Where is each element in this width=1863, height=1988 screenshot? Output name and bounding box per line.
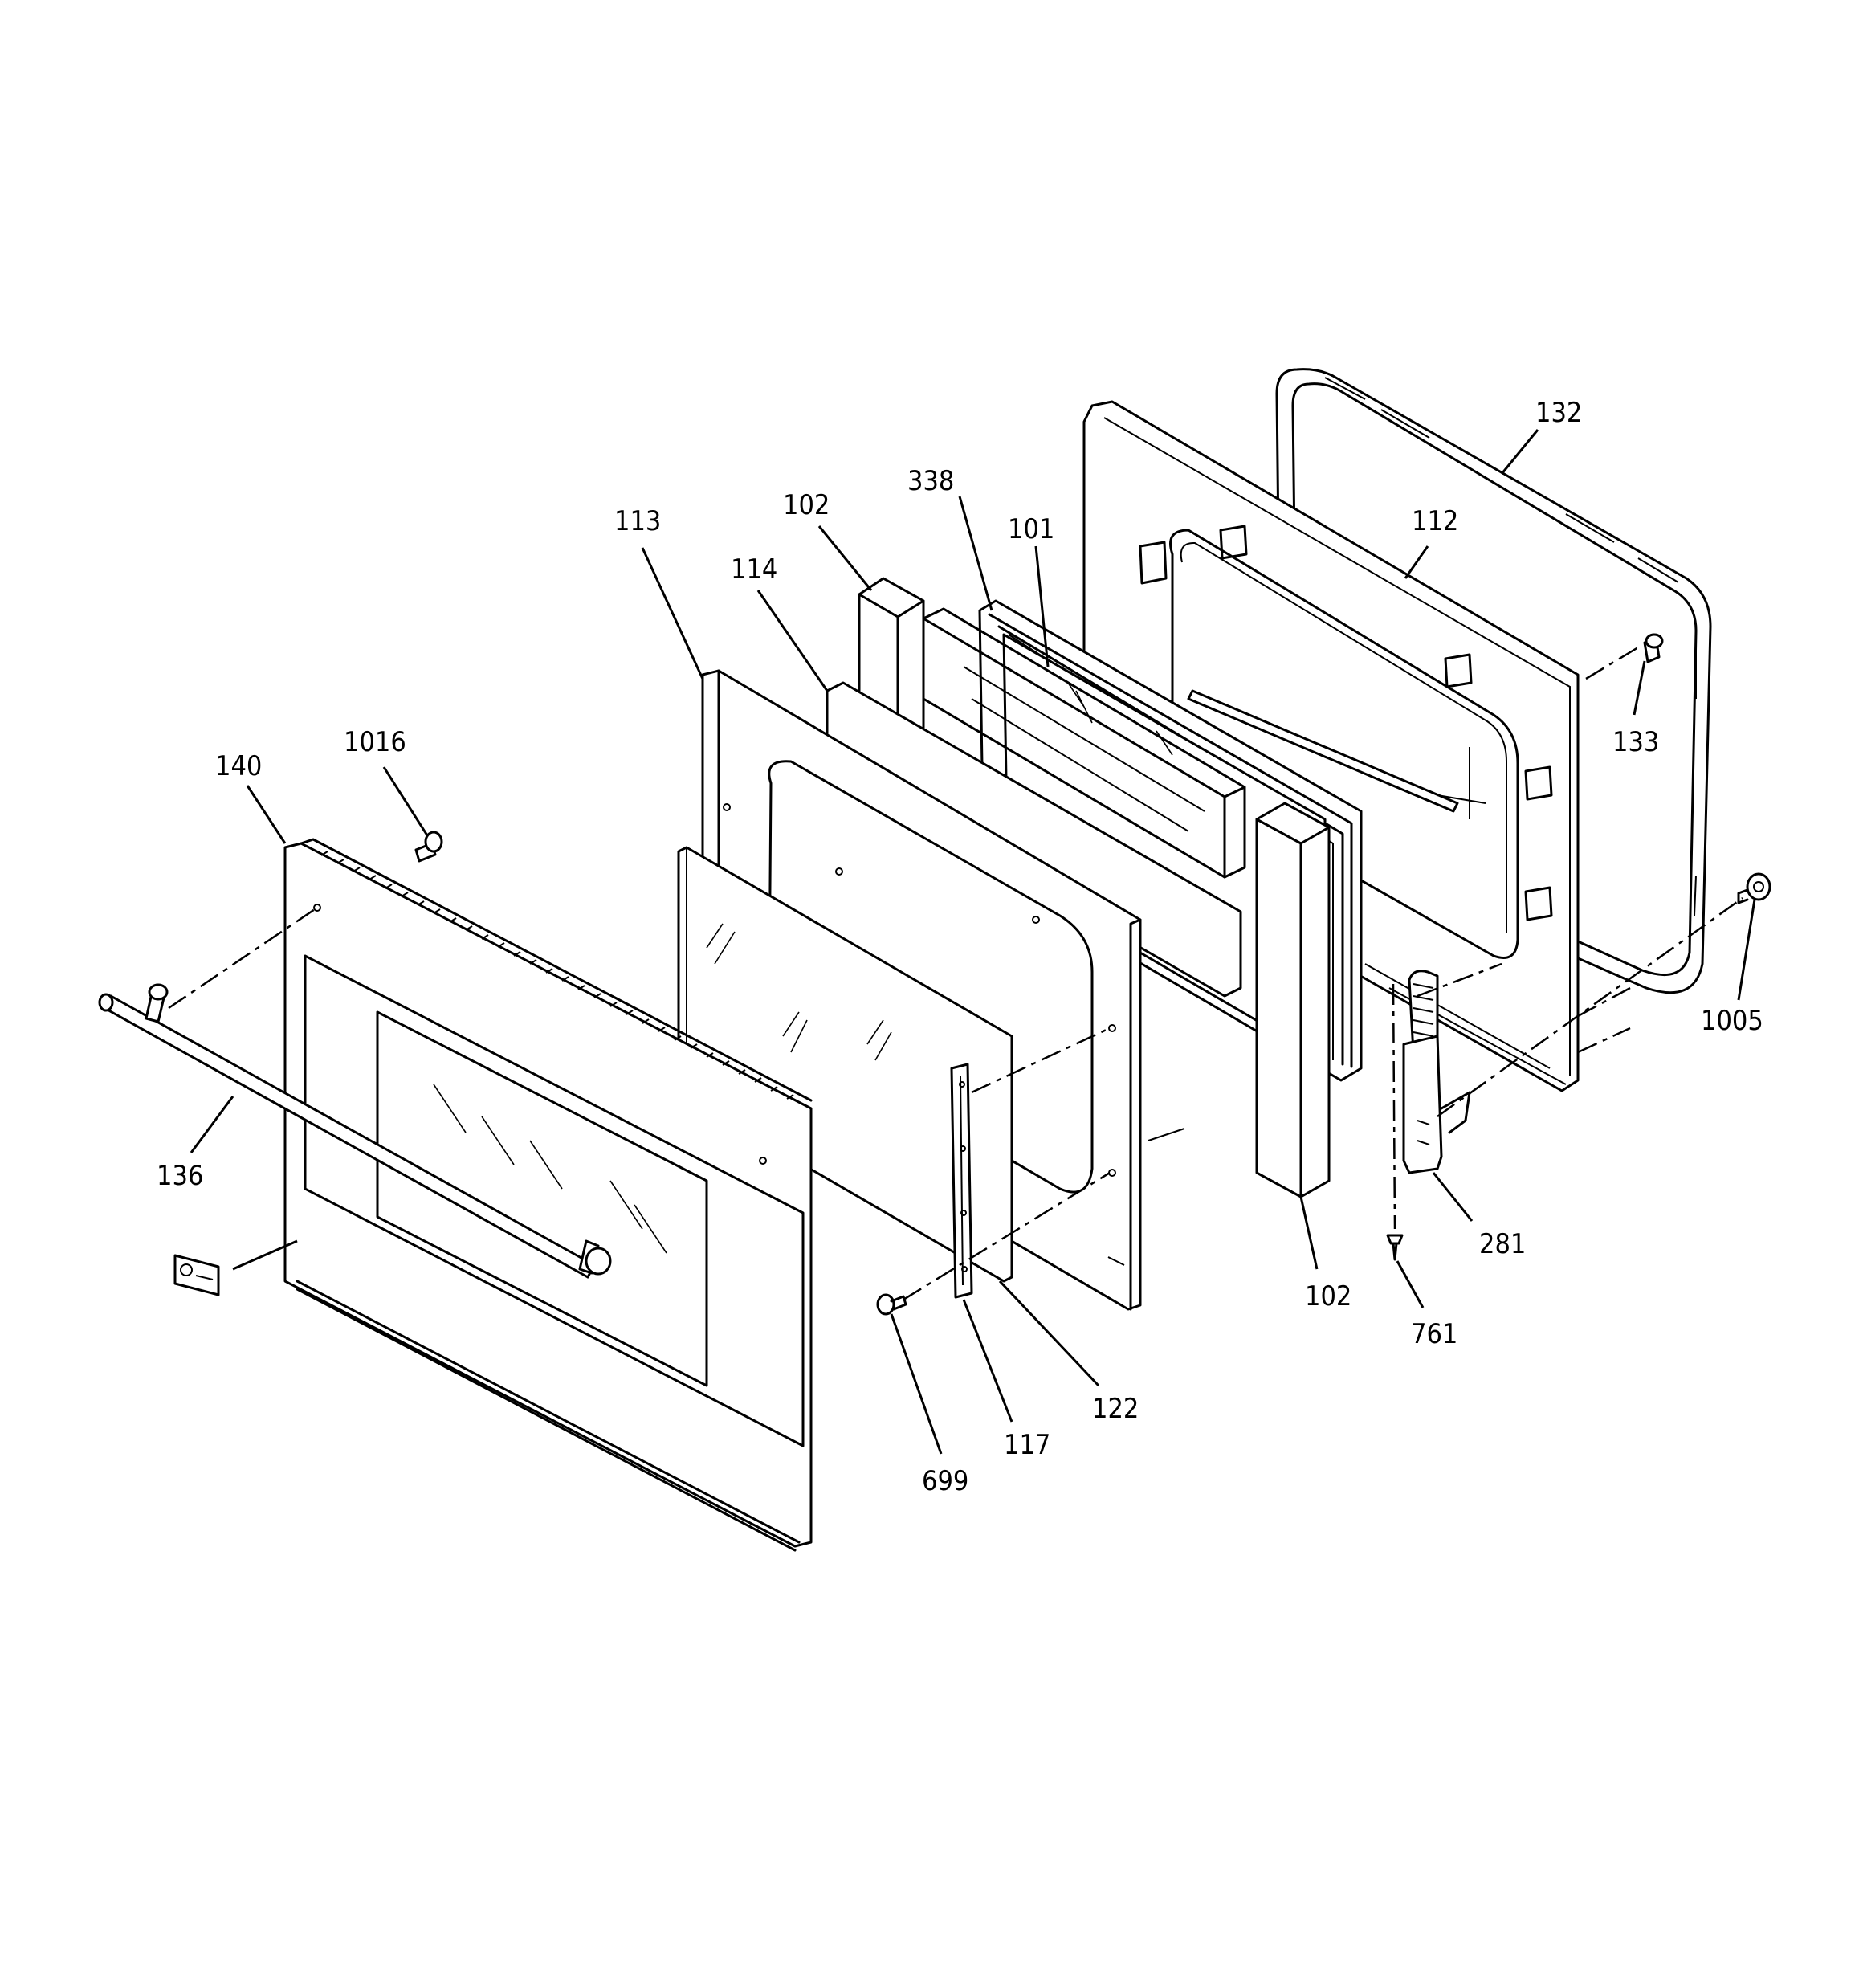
callout-117: 117: [1004, 1429, 1050, 1461]
callout-114: 114: [731, 553, 777, 586]
callout-132: 132: [1535, 397, 1582, 429]
assembly-lines: [168, 643, 1743, 1301]
part-133-screw: [1643, 633, 1664, 663]
part-136-handle: [98, 983, 612, 1279]
part-117-hinge-bracket: [950, 1063, 973, 1299]
callout-113: 113: [614, 505, 661, 537]
part-699-screw: [876, 1293, 907, 1316]
callout-1005: 1005: [1701, 1005, 1763, 1037]
callout-140: 140: [215, 750, 262, 782]
callout-1016: 1016: [344, 726, 406, 758]
callouts: 132 338 101 112 113 102 114 133 1016 140…: [157, 397, 1763, 1497]
callout-761: 761: [1411, 1318, 1457, 1350]
callout-102-upper: 102: [783, 489, 830, 521]
callout-281: 281: [1479, 1228, 1526, 1260]
callout-112: 112: [1412, 505, 1458, 537]
part-1016-screw: [414, 831, 443, 863]
callout-101: 101: [1008, 513, 1054, 545]
leader-lines: [190, 429, 1756, 1455]
callout-102-lower: 102: [1305, 1280, 1351, 1312]
part-281-hinge: [1402, 970, 1471, 1174]
callout-122: 122: [1092, 1393, 1139, 1425]
callout-338: 338: [907, 465, 954, 497]
callout-133: 133: [1612, 726, 1659, 758]
callout-699: 699: [922, 1465, 968, 1497]
part-102-insulation-lower: [1255, 802, 1331, 1198]
part-1005-screw: [1737, 872, 1771, 904]
part-761-screw: [1386, 1234, 1404, 1261]
callout-136: 136: [157, 1160, 203, 1192]
